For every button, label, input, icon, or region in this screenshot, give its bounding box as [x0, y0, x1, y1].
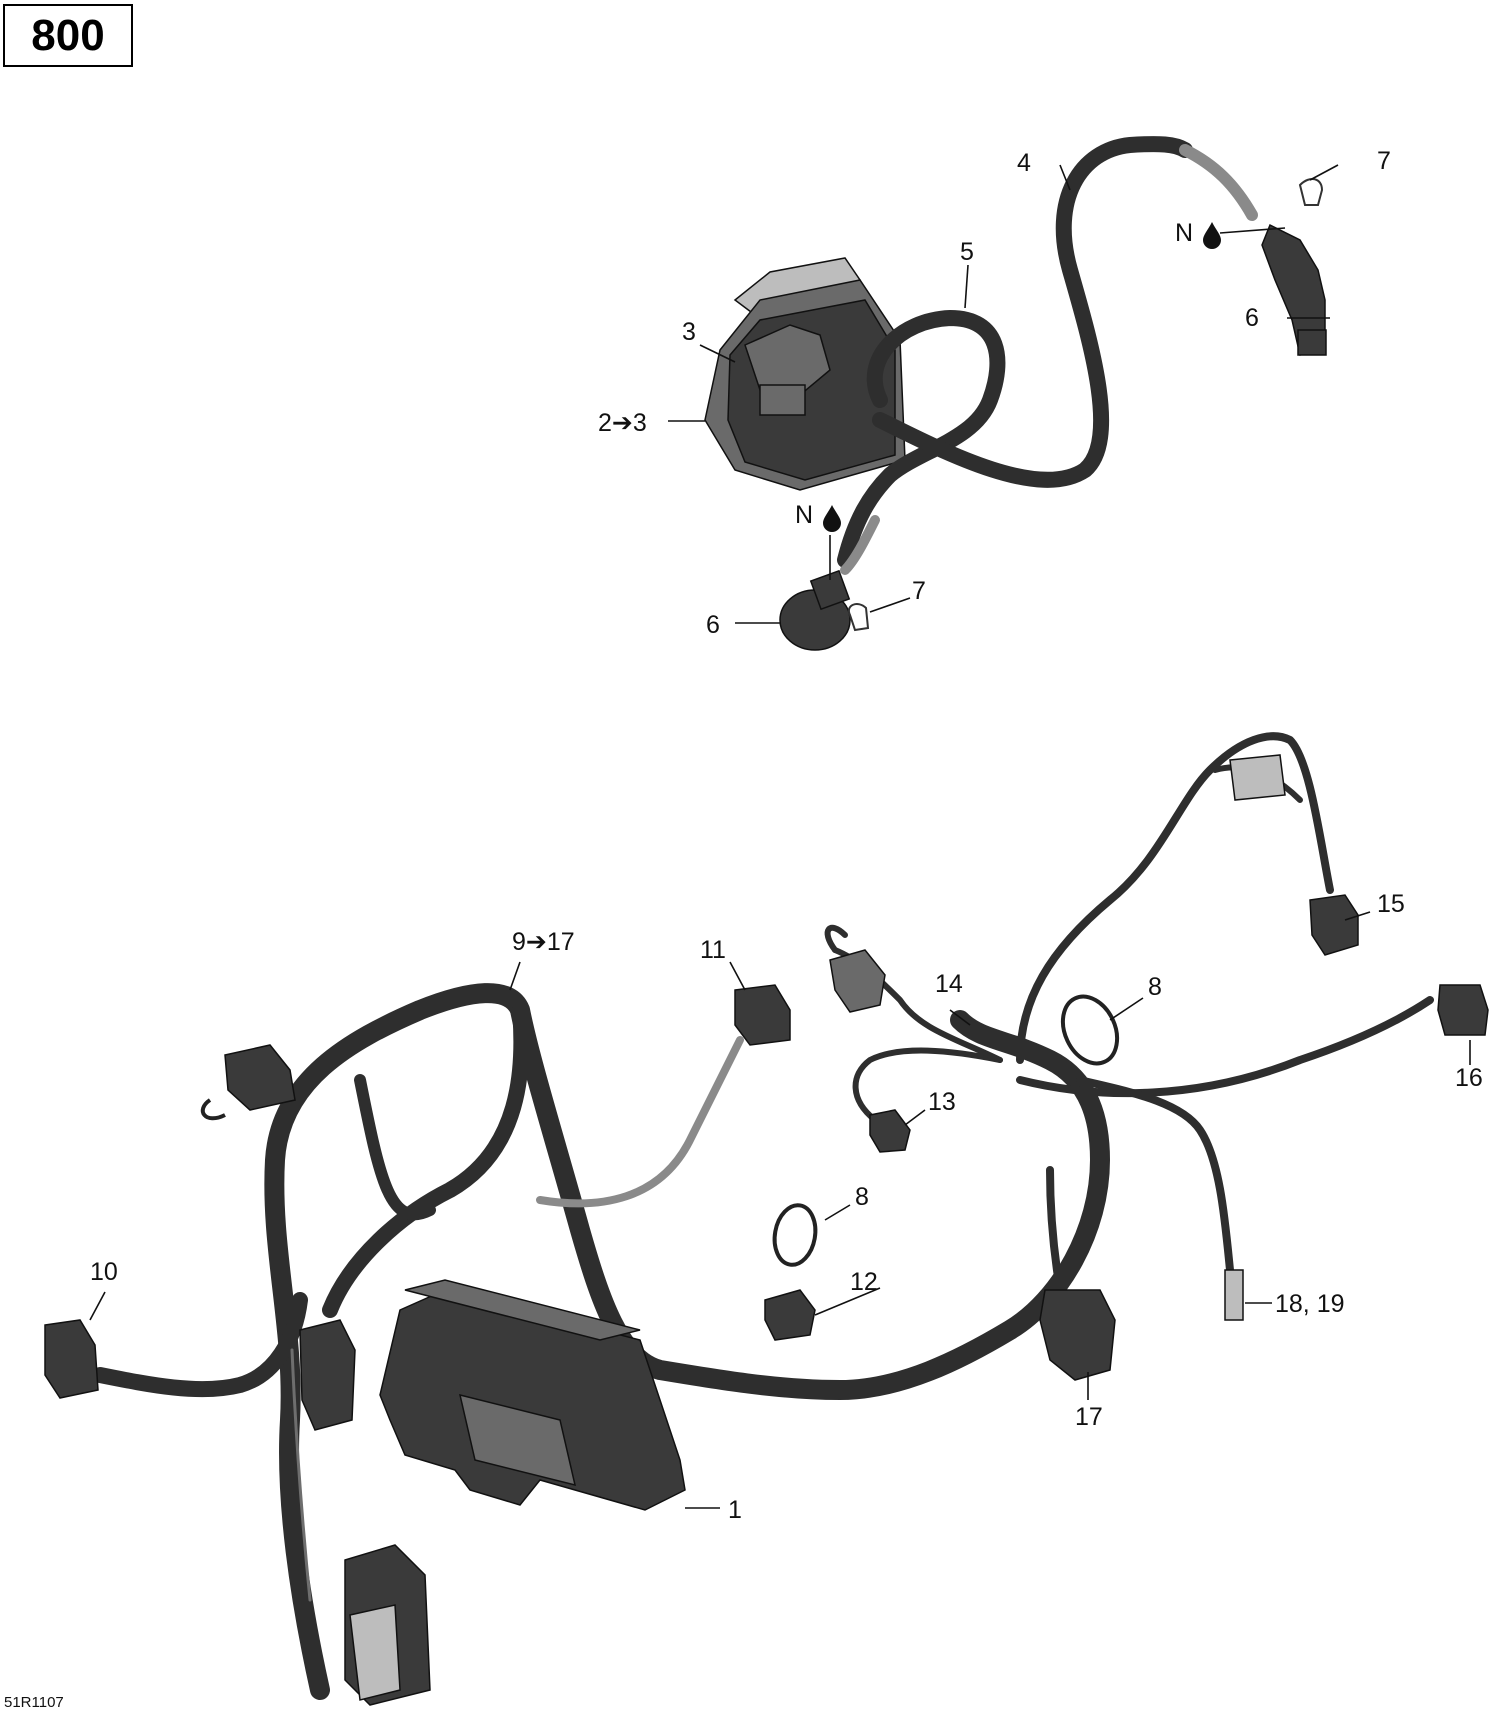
oil-drop-icon	[1203, 222, 1221, 249]
callout-18-19: 18, 19	[1275, 1290, 1345, 1318]
callout-3: 3	[682, 318, 696, 346]
clamp-top	[1298, 178, 1324, 206]
callout-16: 16	[1455, 1064, 1483, 1092]
tie-clips	[772, 994, 1120, 1267]
oil-drop-icon	[823, 505, 841, 532]
callout-8-lower: 8	[855, 1183, 869, 1211]
grey-lead-upper	[1179, 144, 1258, 221]
callout-2-3: 2➔3	[598, 409, 647, 437]
reference-code: 51R1107	[4, 1694, 64, 1711]
model-box: 800	[3, 4, 133, 67]
callout-12: 12	[850, 1268, 878, 1296]
callout-10: 10	[90, 1258, 118, 1286]
high-tension-wire-5	[837, 310, 1006, 568]
callout-1: 1	[728, 1496, 742, 1524]
callout-5: 5	[960, 238, 974, 266]
callout-8-upper: 8	[1148, 973, 1162, 1001]
callout-13: 13	[928, 1088, 956, 1116]
callout-15: 15	[1377, 890, 1405, 918]
high-tension-wire-4	[872, 136, 1193, 488]
callout-labels: 4 7 N 6 5 3 2➔3 N 7 6 9➔17 11 14 8 15 16…	[90, 147, 1483, 1524]
callout-14: 14	[935, 970, 963, 998]
grey-lead-lower	[840, 515, 880, 575]
harness-connectors	[44, 754, 1489, 1431]
clamp-bottom	[847, 603, 870, 632]
callout-n-bottom: N	[795, 501, 813, 529]
callout-n-top: N	[1175, 219, 1193, 247]
callout-7-top: 7	[1377, 147, 1391, 175]
callout-6-bottom: 6	[706, 611, 720, 639]
ignition-coil	[704, 257, 906, 491]
ecm-module	[379, 1279, 686, 1511]
callout-17: 17	[1075, 1403, 1103, 1431]
callout-9-17: 9➔17	[512, 928, 575, 956]
wiring-harness	[92, 732, 1434, 1700]
callout-7-bottom: 7	[912, 577, 926, 605]
callout-6-top: 6	[1245, 304, 1259, 332]
spark-plug-cap-bottom	[779, 569, 851, 651]
main-connector	[344, 1544, 431, 1706]
callout-4: 4	[1017, 149, 1031, 177]
spark-plug-cap-top	[1261, 223, 1327, 356]
callout-11: 11	[700, 936, 726, 964]
leader-lines	[89, 164, 1471, 1509]
